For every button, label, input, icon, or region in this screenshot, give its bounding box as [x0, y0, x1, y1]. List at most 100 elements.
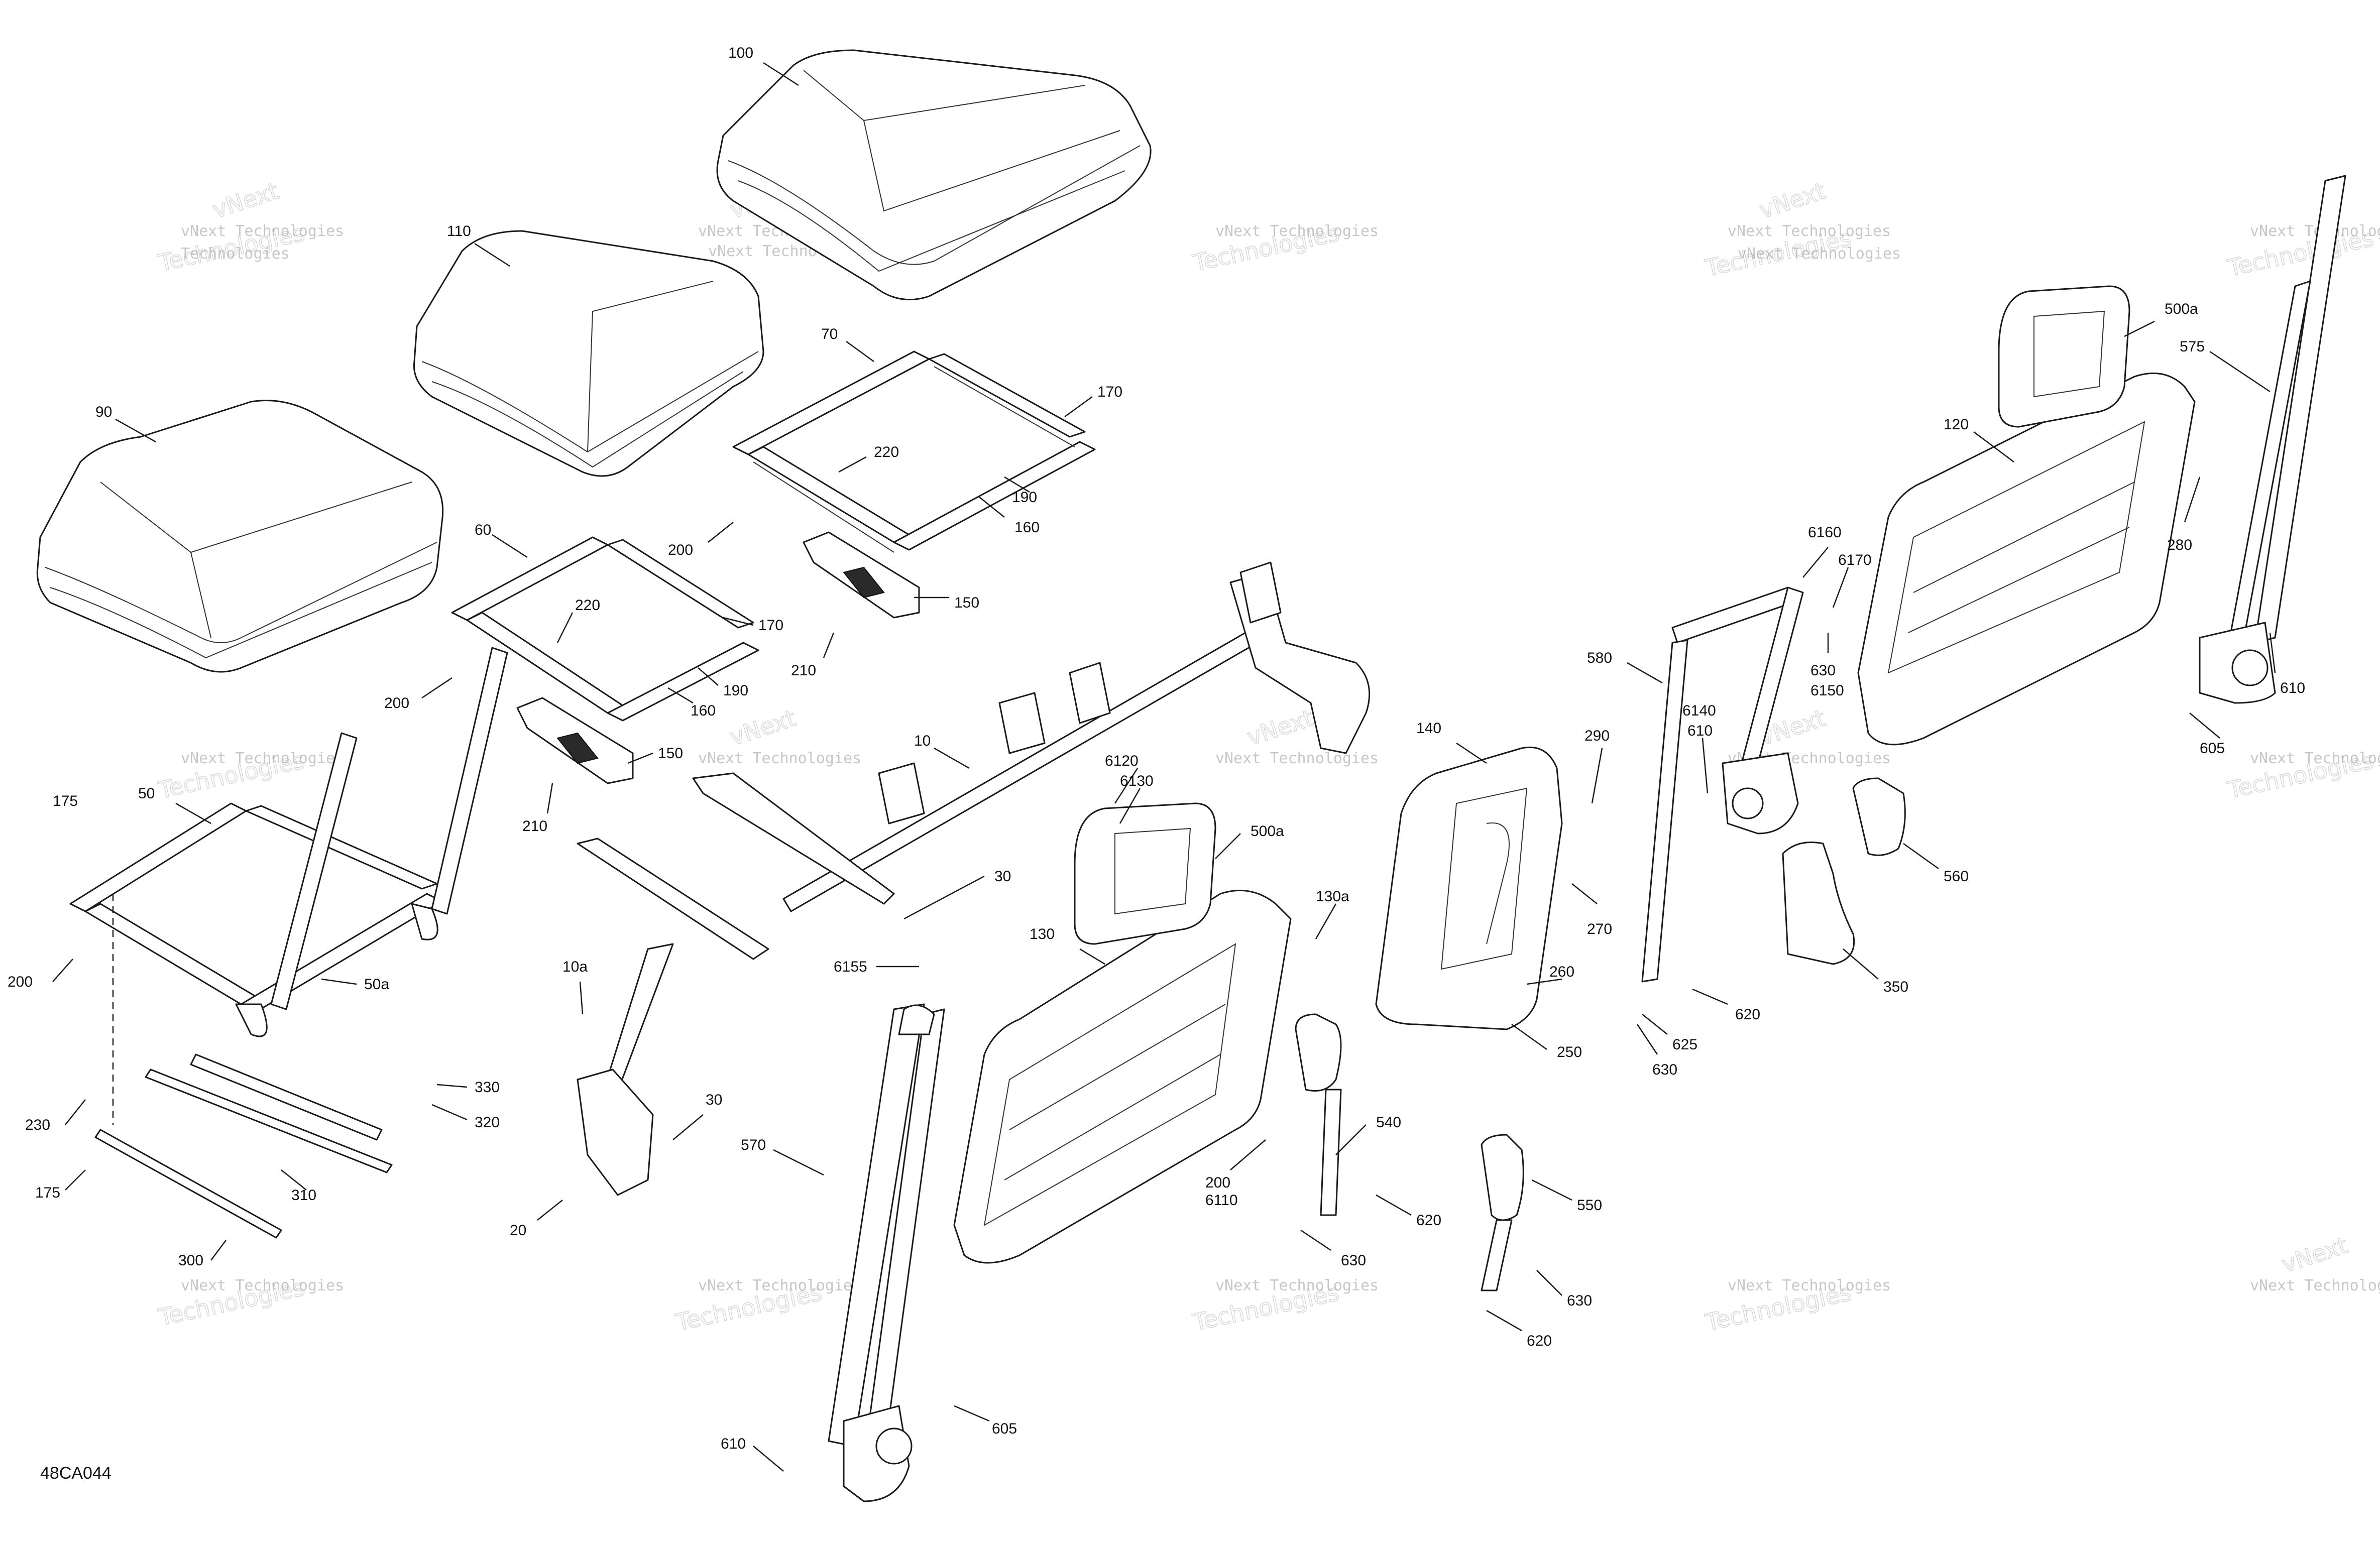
callout-10[interactable]: 10 — [914, 733, 931, 749]
buckle-540[interactable] — [1295, 1013, 1342, 1216]
buckle-560[interactable] — [1852, 777, 1906, 856]
callout-570[interactable]: 570 — [741, 1137, 766, 1153]
callout-160[interactable]: 160 — [691, 702, 716, 719]
callout-550[interactable]: 550 — [1577, 1197, 1602, 1214]
callout-210[interactable]: 210 — [791, 662, 816, 679]
callout-620[interactable]: 620 — [1527, 1333, 1552, 1349]
callout-610[interactable]: 610 — [2280, 680, 2305, 696]
slide-rail-300[interactable] — [94, 1129, 282, 1239]
callout-620[interactable]: 620 — [1735, 1006, 1760, 1023]
callout-30[interactable]: 30 — [994, 868, 1011, 885]
callout-610[interactable]: 610 — [721, 1436, 746, 1452]
headrest-500a-left[interactable] — [1074, 802, 1216, 945]
callout-6130[interactable]: 6130 — [1120, 773, 1154, 789]
main-frame-10[interactable] — [577, 561, 1371, 1196]
callout-200[interactable]: 200 — [1205, 1174, 1230, 1191]
seat-belt-570[interactable] — [828, 1003, 945, 1502]
watermark-text: vNext Technologies — [1728, 1277, 1891, 1294]
callout-200[interactable]: 200 — [8, 974, 33, 990]
seat-belt-575[interactable] — [2199, 175, 2346, 704]
callout-330[interactable]: 330 — [475, 1079, 500, 1096]
callout-220[interactable]: 220 — [874, 444, 899, 460]
callout-160[interactable]: 160 — [1014, 519, 1040, 536]
seat-belt-580[interactable] — [1641, 586, 1804, 983]
callout-90[interactable]: 90 — [95, 404, 112, 420]
callout-130[interactable]: 130 — [1030, 926, 1055, 942]
callout-6120[interactable]: 6120 — [1105, 753, 1139, 769]
callout-630[interactable]: 630 — [1652, 1061, 1677, 1078]
callout-540[interactable]: 540 — [1376, 1114, 1401, 1131]
callout-50[interactable]: 50 — [138, 785, 155, 802]
callout-605[interactable]: 605 — [2200, 740, 2225, 757]
backrest-140[interactable] — [1375, 746, 1563, 1030]
callout-625[interactable]: 625 — [1672, 1036, 1697, 1053]
callout-6110[interactable]: 6110 — [1205, 1192, 1238, 1209]
watermark-text: vNext — [2279, 1232, 2351, 1278]
seat-cushion-90[interactable] — [36, 400, 444, 673]
callout-175[interactable]: 175 — [53, 793, 78, 809]
callout-610[interactable]: 610 — [1687, 723, 1713, 739]
seat-cushion-110[interactable] — [413, 230, 764, 477]
callout-100[interactable]: 100 — [728, 45, 753, 61]
callout-500a[interactable]: 500a — [1251, 823, 1284, 840]
callout-320[interactable]: 320 — [475, 1114, 500, 1131]
callout-210[interactable]: 210 — [522, 818, 547, 835]
callout-630[interactable]: 630 — [1567, 1292, 1592, 1309]
callout-170[interactable]: 170 — [1097, 384, 1122, 400]
callout-270[interactable]: 270 — [1587, 921, 1612, 937]
callout-140[interactable]: 140 — [1416, 720, 1441, 737]
seat-frame-60[interactable] — [451, 536, 759, 722]
callout-280[interactable]: 280 — [2167, 537, 2192, 553]
callout-6140[interactable]: 6140 — [1682, 702, 1716, 719]
callout-6155[interactable]: 6155 — [834, 959, 867, 975]
callout-300[interactable]: 300 — [178, 1252, 203, 1269]
buckle-550[interactable] — [1481, 1134, 1524, 1291]
callout-580[interactable]: 580 — [1587, 650, 1612, 666]
callout-190[interactable]: 190 — [1012, 489, 1037, 506]
callout-10a[interactable]: 10a — [562, 959, 588, 975]
callout-170[interactable]: 170 — [758, 617, 783, 634]
callout-560[interactable]: 560 — [1944, 868, 1969, 885]
callout-6170[interactable]: 6170 — [1838, 552, 1872, 568]
callout-250[interactable]: 250 — [1557, 1044, 1582, 1060]
callout-190[interactable]: 190 — [723, 682, 748, 699]
callout-220[interactable]: 220 — [575, 597, 600, 614]
callout-575[interactable]: 575 — [2180, 338, 2205, 355]
callout-70[interactable]: 70 — [821, 326, 838, 342]
callout-30[interactable]: 30 — [706, 1092, 722, 1108]
backrest-130[interactable] — [953, 889, 1292, 1264]
callout-175[interactable]: 175 — [35, 1184, 60, 1201]
backrest-120[interactable] — [1857, 372, 2196, 746]
callout-230[interactable]: 230 — [25, 1117, 50, 1133]
callout-60[interactable]: 60 — [475, 522, 491, 538]
callout-630[interactable]: 630 — [1341, 1252, 1366, 1269]
callout-500a[interactable]: 500a — [2165, 301, 2198, 317]
bracket-150-lower[interactable] — [516, 697, 634, 784]
seat-frame-50[interactable] — [69, 647, 508, 1037]
callout-290[interactable]: 290 — [1584, 728, 1610, 744]
callout-150[interactable]: 150 — [658, 745, 683, 762]
headrest-500a-right[interactable] — [1998, 285, 2130, 428]
callout-6150[interactable]: 6150 — [1810, 682, 1844, 699]
callout-20[interactable]: 20 — [510, 1222, 526, 1239]
callout-620[interactable]: 620 — [1416, 1212, 1441, 1229]
watermark-text: vNext — [1244, 704, 1317, 751]
callout-605[interactable]: 605 — [992, 1420, 1017, 1437]
callout-200[interactable]: 200 — [668, 542, 693, 558]
seat-cushion-100[interactable] — [716, 49, 1152, 301]
seat-frame-70[interactable] — [732, 350, 1096, 553]
callout-110[interactable]: 110 — [447, 223, 471, 240]
trim-350[interactable] — [1782, 842, 1855, 965]
callout-150[interactable]: 150 — [954, 595, 979, 611]
callout-630[interactable]: 630 — [1810, 662, 1836, 679]
callout-310[interactable]: 310 — [291, 1187, 316, 1204]
callout-200[interactable]: 200 — [384, 695, 409, 711]
callout-350[interactable]: 350 — [1883, 979, 1908, 995]
callout-120[interactable]: 120 — [1944, 416, 1969, 433]
callout-50a[interactable]: 50a — [364, 976, 389, 993]
callout-6160[interactable]: 6160 — [1808, 524, 1842, 541]
callout-130a[interactable]: 130a — [1316, 888, 1349, 905]
slide-rail-310[interactable] — [145, 1053, 393, 1173]
callout-260[interactable]: 260 — [1549, 964, 1574, 980]
bracket-150-upper[interactable] — [803, 531, 920, 619]
